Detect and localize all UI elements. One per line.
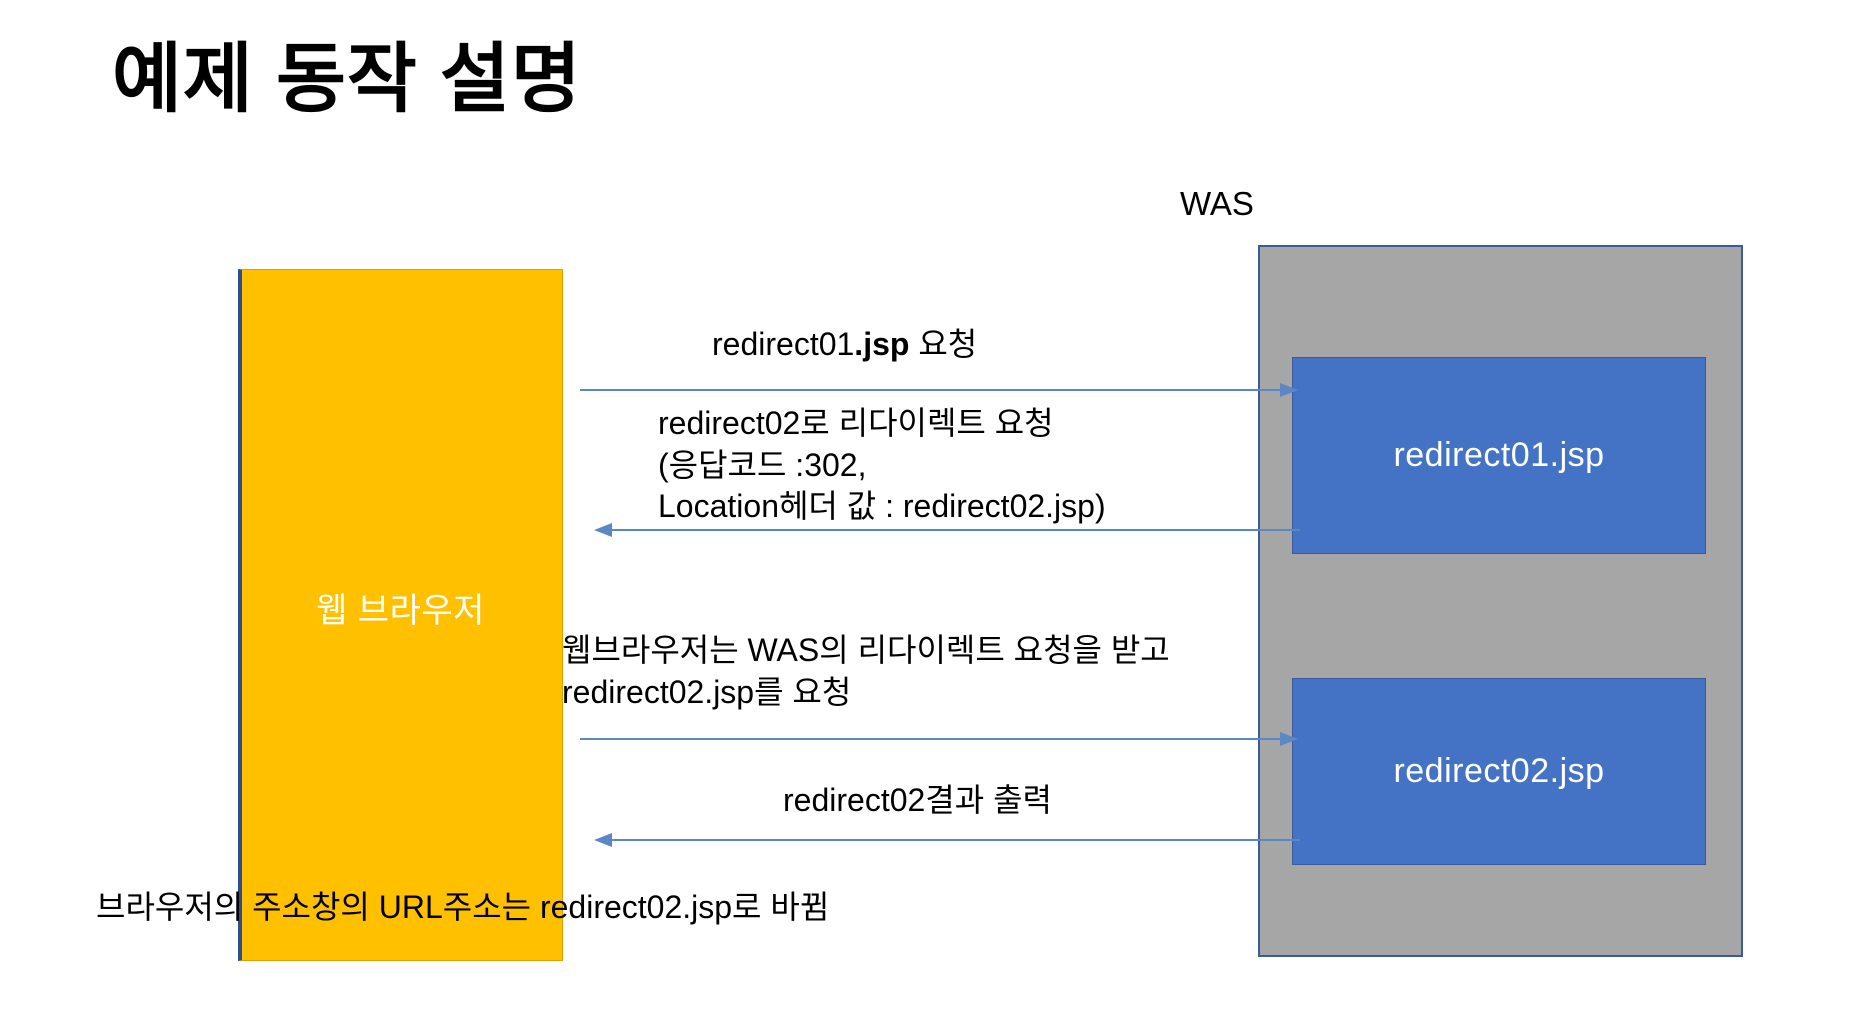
web-browser-label: 웹 브라우저 [316, 592, 485, 630]
arrow-request-01 [580, 383, 1298, 397]
page-title: 예제 동작 설명 [112, 37, 582, 122]
footnote-url-change: 브라우저의 주소창의 URL주소는 redirect02.jsp로 바뀜 [96, 889, 830, 925]
web-browser-box [238, 269, 563, 961]
flow-label-request-02-line-1: 웹브라우저는 WAS의 리다이렉트 요청을 받고 [562, 632, 1170, 668]
flow-label-result-output: redirect02결과 출력 [783, 782, 1052, 818]
jsp-box-redirect02: redirect02.jsp [1292, 678, 1706, 865]
flow-label-redirect-response-line-3: Location헤더 값 : redirect02.jsp) [658, 488, 1106, 525]
flow-label-redirect-response-line-2: (응답코드 :302, [658, 446, 867, 483]
flow-label-request-01-ext: .jsp [854, 326, 910, 362]
arrow-request-02 [580, 732, 1298, 746]
arrow-result-output [594, 833, 1300, 847]
flow-label-request-02: 웹브라우저는 WAS의 리다이렉트 요청을 받고 redirect02.jsp를 … [562, 630, 1170, 713]
jsp-box-redirect02-label: redirect02.jsp [1393, 752, 1605, 790]
flow-label-redirect-response-line-1: redirect02로 리다이렉트 요청 [658, 405, 1054, 441]
arrow-redirect-response [594, 523, 1300, 537]
flow-label-request-01-suffix: 요청 [909, 326, 978, 362]
jsp-box-redirect01: redirect01.jsp [1292, 357, 1706, 554]
flow-label-request-01-base: redirect01 [712, 326, 855, 362]
flow-label-redirect-response: redirect02로 리다이렉트 요청 (응답코드 :302, Location헤… [658, 403, 1106, 528]
jsp-box-redirect01-label: redirect01.jsp [1393, 436, 1605, 474]
flow-label-request-01: redirect01.jsp 요청 [712, 324, 977, 366]
flow-label-request-02-line-2: redirect02.jsp를 요청 [562, 673, 852, 710]
was-label: WAS [1180, 185, 1254, 222]
